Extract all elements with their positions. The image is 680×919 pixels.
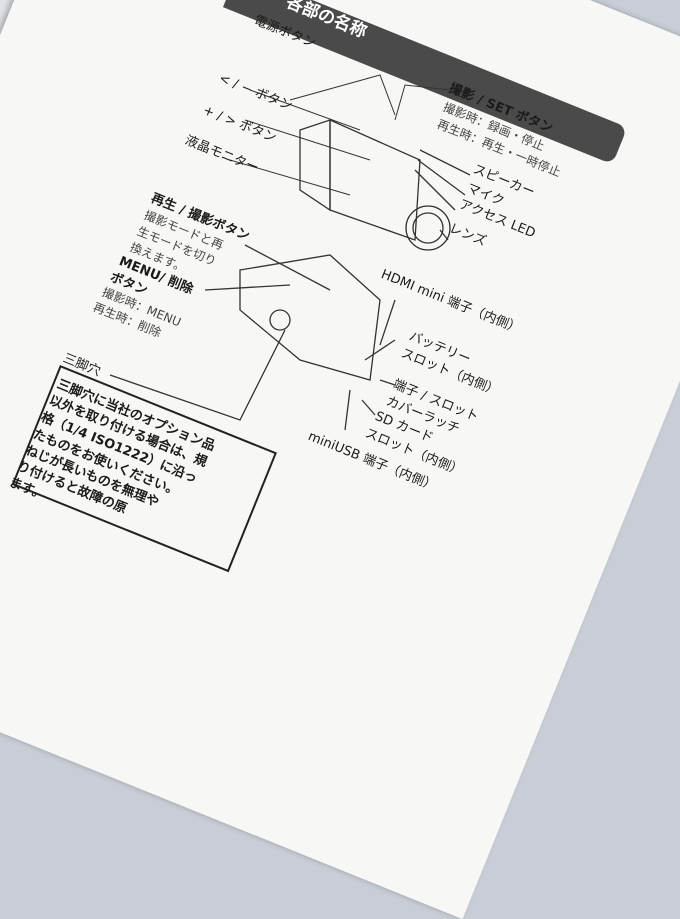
lens-ring	[405, 205, 451, 251]
camera-bottom-body	[239, 254, 381, 381]
camera-illustrations	[109, 74, 471, 431]
